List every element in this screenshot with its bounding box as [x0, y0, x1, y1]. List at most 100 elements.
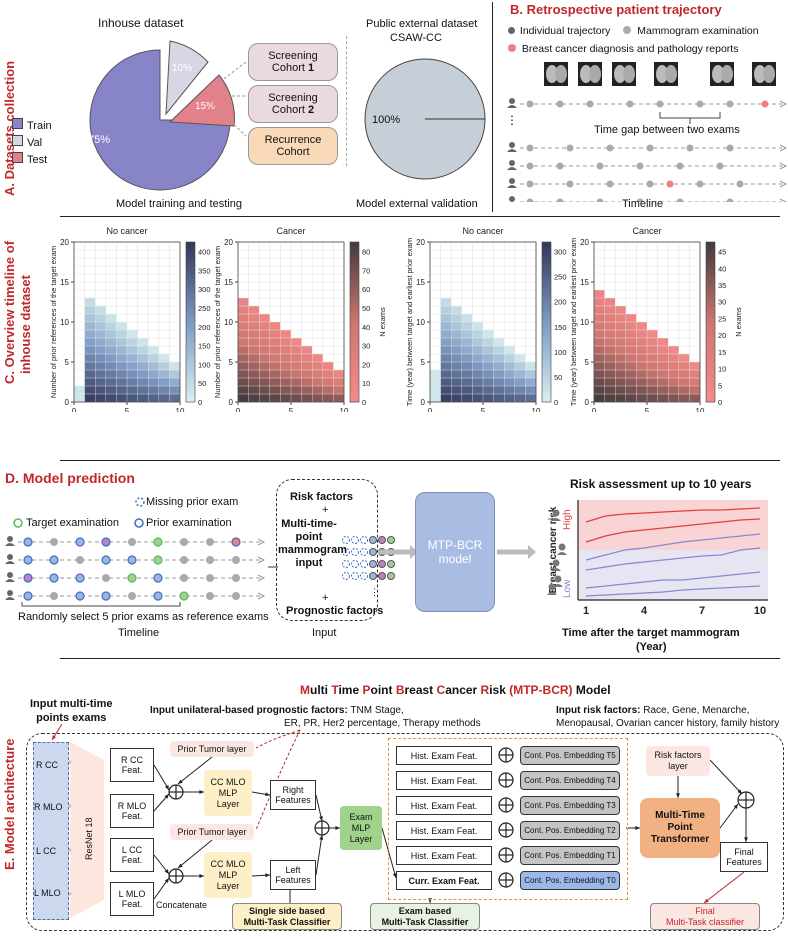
heatmap-cell [462, 314, 473, 322]
arrow-head [164, 878, 169, 883]
person-icon [552, 509, 560, 517]
exam-dot [75, 573, 85, 583]
heatmap-cell [451, 338, 462, 346]
exam-dot [153, 573, 163, 583]
views-column [33, 742, 69, 920]
risk-xlabel-2: (Year) [636, 641, 667, 653]
heatmap-cell [137, 362, 148, 370]
colorbar-segment [186, 298, 195, 303]
colorbar-segment [186, 330, 195, 335]
heatmap-cell [626, 354, 637, 362]
trajectory-ellipsis: ⋮ [506, 113, 518, 127]
arrow-line [153, 764, 170, 791]
colorbar-segment [706, 374, 715, 379]
heatmap-cell [483, 346, 494, 354]
heatmap-cell [451, 314, 462, 322]
arrow-head [676, 793, 680, 798]
colorbar-segment [706, 278, 715, 283]
person-icon [5, 543, 15, 546]
heatmap-cell [312, 370, 323, 378]
mammogram-dot [726, 198, 734, 202]
heatmap-cell [291, 394, 302, 402]
exam-dot [75, 537, 85, 547]
pie-slice-val [165, 40, 209, 116]
heatmap-cell [636, 378, 647, 386]
trajectory-timeline-label: Timeline [622, 198, 664, 210]
exam-dot [180, 574, 188, 582]
heatmap-cell [248, 330, 259, 338]
title-fragment: P [362, 683, 371, 697]
mammogram-dot [646, 180, 654, 188]
colorbar-segment [542, 342, 551, 347]
heatmap-cell [106, 330, 117, 338]
colorbar-segment [542, 334, 551, 339]
dashed-divider-a [346, 36, 347, 166]
heatmap-cell [127, 330, 138, 338]
heatmap-cell [301, 354, 312, 362]
colorbar-segment [186, 270, 195, 275]
arrow-line [381, 827, 397, 879]
colorbar-label: N exams [378, 307, 387, 337]
mammogram-dot [646, 144, 654, 152]
colorbar-segment [350, 382, 359, 387]
heatmap-cell [95, 338, 106, 346]
heatmap-cell [525, 386, 536, 394]
heatmap-cell [483, 370, 494, 378]
x-tick-label: 5 [289, 407, 294, 412]
colorbar-segment [186, 282, 195, 287]
input-exam-dot [378, 536, 386, 544]
heatmap-cell [301, 370, 312, 378]
colorbar-segment [542, 262, 551, 267]
exam-dot [75, 591, 85, 601]
mammogram-dot [606, 144, 614, 152]
cancer-dot-icon [508, 44, 516, 52]
colorbar-segment [186, 246, 195, 251]
heatmap-cell [615, 346, 626, 354]
colorbar-tick: 250 [198, 304, 211, 313]
exam-dot [206, 556, 214, 564]
heatmap-cell [116, 330, 127, 338]
colorbar-tick: 80 [362, 248, 370, 257]
colorbar-segment [542, 370, 551, 375]
colorbar-segment [706, 306, 715, 311]
mammogram-dot [526, 162, 534, 170]
y-axis-label: Time (year) between target and earliest … [405, 238, 414, 406]
heatmap-cell [647, 330, 658, 338]
colorbar-segment [186, 366, 195, 371]
colorbar-segment [542, 298, 551, 303]
heatmap-cell [515, 370, 526, 378]
heatmap-cell [440, 362, 451, 370]
y-tick-label: 10 [580, 318, 589, 327]
heatmap-cell [430, 394, 441, 402]
heatmap-cell [615, 322, 626, 330]
person-icon [552, 559, 560, 567]
heatmap-cell [323, 394, 334, 402]
heatmap-cell [280, 394, 291, 402]
heatmap-cell [615, 338, 626, 346]
heatmap-cell [626, 378, 637, 386]
legend-label: Train [27, 120, 52, 132]
heatmap-cell [689, 370, 700, 378]
prior-exam-icon [134, 518, 144, 528]
heatmap-cell [259, 370, 270, 378]
exam-dot [128, 538, 136, 546]
heatmap-cell [137, 338, 148, 346]
title-fragment: Model [572, 683, 611, 697]
y-axis-label: Number of prior references of the target… [213, 246, 222, 398]
heatmap-cell [95, 370, 106, 378]
heatmap-cell [451, 322, 462, 330]
arrow-head [257, 574, 266, 582]
heatmap-panels: No cancer0510Time to last follow up (yea… [49, 226, 743, 412]
heatmap-cell [493, 338, 504, 346]
mammogram-dot [676, 162, 684, 170]
heatmap-cell [148, 362, 159, 370]
colorbar-segment [350, 250, 359, 255]
mammogram-dot [636, 198, 644, 202]
heatmap-cell [472, 322, 483, 330]
arrow-head [257, 592, 266, 600]
heatmap-cell [291, 386, 302, 394]
